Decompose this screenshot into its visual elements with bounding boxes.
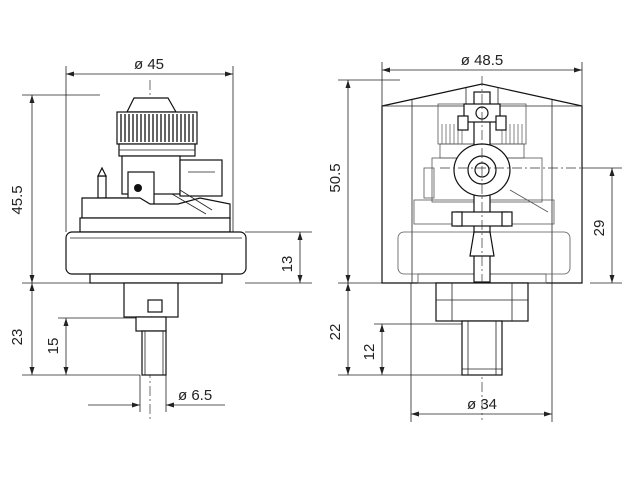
right-center-height-dimension: 29 xyxy=(500,167,622,284)
left-stem-diameter-dimension: ø 6.5 xyxy=(88,375,225,412)
right-center-height-label: 29 xyxy=(591,220,608,237)
right-stem-thread-dimension: 12 xyxy=(361,323,468,375)
left-stem-length-dimension: 23 xyxy=(9,283,140,376)
left-housing xyxy=(65,217,247,284)
right-threaded-stem xyxy=(461,320,503,376)
right-stem-thread-label: 12 xyxy=(361,344,378,361)
right-top-diameter-dimension: ø 48.5 xyxy=(381,52,583,106)
left-housing-height-label: 13 xyxy=(279,256,296,273)
right-view: ø 48.5 50.5 29 22 xyxy=(327,52,622,422)
left-stem xyxy=(123,282,179,376)
left-top-diameter-dimension: ø 45 xyxy=(65,56,234,232)
left-stem-thread-label: 15 xyxy=(45,338,62,355)
right-stem-length-label: 22 xyxy=(327,324,344,341)
left-housing-height-dimension: 13 xyxy=(245,231,312,284)
left-total-height-label: 45.5 xyxy=(9,185,26,214)
left-stem-length-label: 23 xyxy=(9,329,26,346)
right-total-height-dimension: 50.5 xyxy=(327,79,400,284)
left-top-diameter-label: ø 45 xyxy=(134,56,164,73)
left-view: ø 45 45.5 13 23 xyxy=(9,56,312,420)
right-stem-length-dimension: 22 xyxy=(327,283,468,376)
left-adjustment-knob xyxy=(116,97,198,157)
right-nut xyxy=(435,282,529,322)
left-body xyxy=(81,155,231,219)
left-stem-diameter-label: ø 6.5 xyxy=(178,387,212,404)
right-total-height-label: 50.5 xyxy=(327,163,344,192)
right-top-diameter-label: ø 48.5 xyxy=(461,52,504,69)
left-stem-thread-dimension: 15 xyxy=(45,317,140,375)
